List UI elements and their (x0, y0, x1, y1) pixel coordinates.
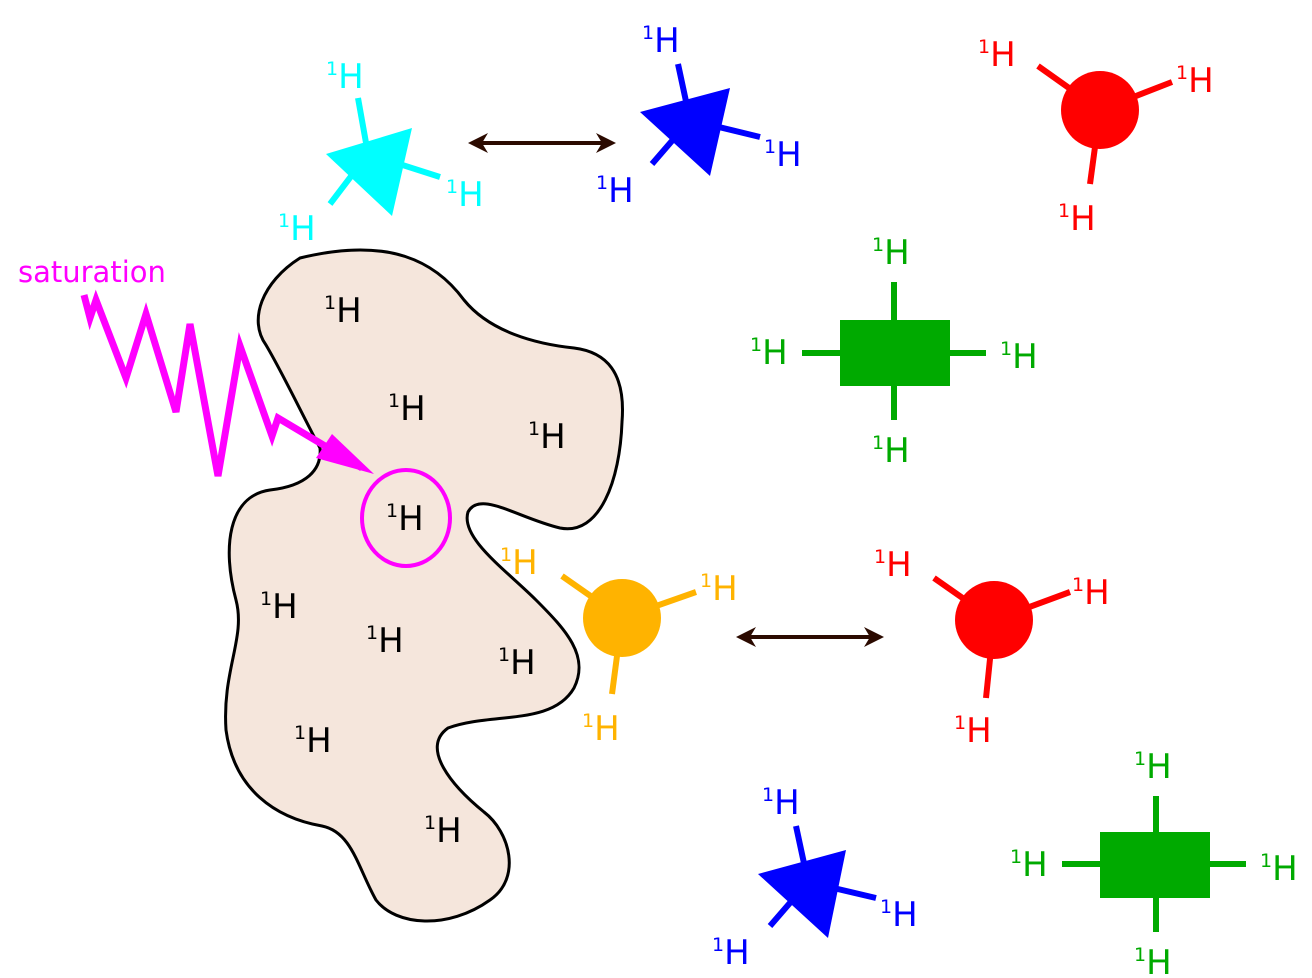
protein-proton: 1H (424, 811, 462, 851)
protein-proton: 1H (366, 621, 404, 661)
svg-text:1H: 1H (582, 709, 620, 749)
svg-text:1H: 1H (700, 569, 738, 609)
orange-ligand-bound: 1H 1H 1H (500, 543, 738, 749)
svg-text:1H: 1H (762, 783, 800, 823)
svg-text:1H: 1H (642, 21, 680, 61)
protein-proton-saturated: 1H (386, 499, 424, 539)
svg-text:1H: 1H (326, 57, 364, 97)
svg-text:1H: 1H (1058, 199, 1096, 239)
protein-proton: 1H (294, 721, 332, 761)
protein-proton: 1H (324, 291, 362, 331)
blue-ligand-bottom: 1H 1H 1H (712, 783, 918, 973)
blue-ligand-top: 1H 1H 1H (596, 21, 802, 211)
green-ligand-middle: 1H 1H 1H 1H (750, 233, 1038, 471)
svg-text:1H: 1H (880, 895, 918, 935)
svg-text:1H: 1H (954, 711, 992, 751)
svg-text:1H: 1H (1134, 943, 1172, 978)
svg-text:1H: 1H (1010, 845, 1048, 885)
svg-text:1H: 1H (446, 175, 484, 215)
svg-text:1H: 1H (750, 333, 788, 373)
protein-proton: 1H (498, 643, 536, 683)
saturated-proton-circle (360, 468, 452, 568)
svg-text:1H: 1H (278, 209, 316, 249)
svg-text:1H: 1H (978, 35, 1016, 75)
protein-blob (224, 248, 625, 923)
svg-text:1H: 1H (764, 135, 802, 175)
cyan-ligand: 1H 1H 1H (278, 57, 484, 249)
red-ligand-middle: 1H 1H 1H (874, 545, 1110, 751)
saturation-zigzag-arrow (80, 289, 364, 477)
protein-proton: 1H (260, 587, 298, 627)
svg-text:1H: 1H (872, 431, 910, 471)
svg-text:1H: 1H (1072, 573, 1110, 613)
svg-text:1H: 1H (874, 545, 912, 585)
svg-text:1H: 1H (1176, 61, 1214, 101)
svg-text:1H: 1H (1000, 337, 1038, 377)
svg-text:1H: 1H (500, 543, 538, 583)
svg-text:1H: 1H (1260, 849, 1298, 889)
protein-proton: 1H (528, 417, 566, 457)
svg-text:1H: 1H (712, 933, 750, 973)
saturation-label: saturation (18, 255, 166, 289)
svg-text:1H: 1H (596, 171, 634, 211)
red-ligand-top: 1H 1H 1H (978, 35, 1214, 239)
svg-text:1H: 1H (872, 233, 910, 273)
svg-text:1H: 1H (1134, 747, 1172, 787)
protein-proton: 1H (388, 389, 426, 429)
green-ligand-bottom: 1H 1H 1H 1H (1010, 747, 1298, 978)
saturation-arrowhead (316, 434, 374, 474)
